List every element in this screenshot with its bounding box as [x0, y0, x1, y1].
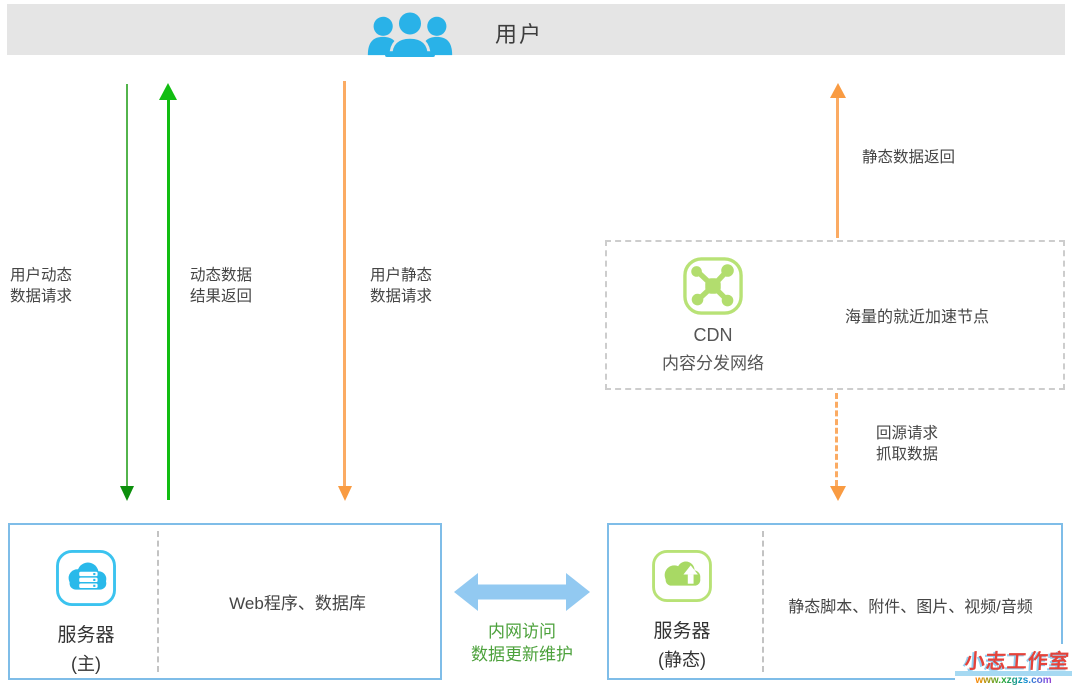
watermark: 小志工作室 www.xzgzs.com	[955, 644, 1072, 688]
static-server-divider	[762, 531, 764, 672]
origin-pull-arrowhead-icon	[830, 486, 846, 501]
static-request-arrow	[343, 81, 346, 486]
users-banner: 用户	[7, 4, 1065, 57]
dynamic-return-label-line2: 结果返回	[190, 288, 253, 305]
cdn-name-line1: CDN	[693, 325, 733, 345]
cdn-box	[605, 240, 1065, 390]
main-server-divider	[157, 531, 159, 672]
main-server-suffix: (主)	[71, 654, 101, 674]
watermark-studio-name: 小志工作室	[964, 651, 1071, 673]
static-return-arrow	[836, 97, 839, 238]
cdn-network-icon	[683, 257, 743, 315]
static-request-label: 用户静态 数据请求	[370, 265, 432, 307]
users-label: 用户	[495, 22, 544, 47]
origin-pull-label-line1: 回源请求	[876, 425, 939, 442]
watermark-url: www.xzgzs.com	[955, 675, 1072, 686]
static-request-label-line2: 数据请求	[370, 288, 433, 305]
origin-pull-label: 回源请求 抓取数据	[876, 423, 938, 465]
cdn-name-line2: 内容分发网络	[662, 354, 764, 373]
dynamic-request-label-line2: 数据请求	[10, 288, 73, 305]
dynamic-return-label: 动态数据 结果返回	[190, 265, 252, 307]
main-server-node: 服务器 (主)	[24, 549, 148, 676]
static-return-label: 静态数据返回	[862, 149, 956, 166]
main-server-name: 服务器	[57, 625, 115, 646]
intranet-label-line2: 数据更新维护	[471, 645, 573, 664]
users-icon	[367, 11, 453, 57]
static-server-content: 静态脚本、附件、图片、视频/音频	[788, 599, 1033, 616]
watermark-underline	[955, 671, 1072, 676]
cloud-upload-icon	[652, 549, 712, 603]
static-server-suffix: (静态)	[658, 650, 706, 670]
static-request-label-line1: 用户静态	[370, 267, 433, 284]
intranet-double-arrow	[454, 573, 590, 611]
intranet-label: 内网访问 数据更新维护	[443, 620, 601, 666]
dynamic-return-arrowhead-icon	[159, 83, 177, 100]
intranet-label-line1: 内网访问	[488, 622, 556, 641]
cdn-note-label: 海量的就近加速节点	[845, 309, 990, 326]
cdn-node: CDN 内容分发网络	[633, 256, 793, 374]
main-server-content: Web程序、数据库	[229, 594, 366, 613]
static-server-box: 服务器 (静态) 静态脚本、附件、图片、视频/音频	[607, 523, 1063, 680]
dynamic-request-label-line1: 用户动态	[10, 267, 73, 284]
dynamic-request-arrow	[126, 84, 128, 486]
dynamic-request-label: 用户动态 数据请求	[10, 265, 72, 307]
dynamic-return-arrow	[167, 99, 170, 500]
dynamic-request-arrowhead-icon	[120, 486, 134, 501]
origin-pull-arrow	[835, 393, 838, 486]
origin-pull-label-line2: 抓取数据	[876, 446, 939, 463]
static-server-node: 服务器 (静态)	[620, 549, 744, 672]
cloud-server-icon	[56, 549, 116, 607]
static-server-name: 服务器	[653, 621, 711, 642]
static-request-arrowhead-icon	[338, 486, 352, 501]
dynamic-return-label-line1: 动态数据	[190, 267, 253, 284]
static-return-arrowhead-icon	[830, 83, 846, 98]
main-server-box: 服务器 (主) Web程序、数据库	[8, 523, 442, 680]
